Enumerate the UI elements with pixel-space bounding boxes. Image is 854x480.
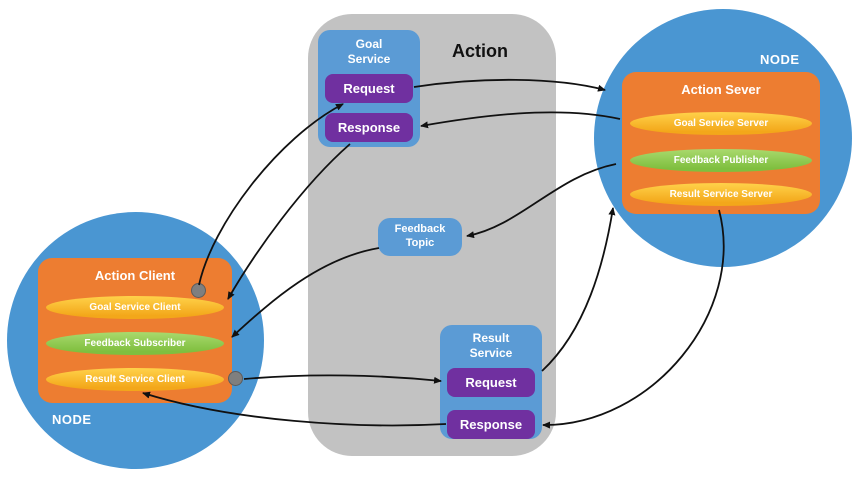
action-server-box: Action Sever Goal Service Server Feedbac… <box>622 72 820 214</box>
goal-client-connector-dot <box>191 283 206 298</box>
action-server-title: Action Sever <box>681 82 761 97</box>
goal-service-box: Goal Service Request Response <box>318 30 420 147</box>
goal-service-title: Goal Service <box>347 37 391 66</box>
feedback-topic-title: Feedback Topic <box>394 223 446 249</box>
feedback-topic-box: Feedback Topic <box>378 218 462 256</box>
result-service-client-pill: Result Service Client <box>46 368 224 391</box>
result-request-button: Request <box>447 368 535 397</box>
feedback-subscriber-pill: Feedback Subscriber <box>46 332 224 355</box>
goal-service-server-pill: Goal Service Server <box>630 112 812 135</box>
goal-response-button: Response <box>325 113 413 142</box>
result-service-title: Result Service <box>469 331 513 360</box>
action-client-title: Action Client <box>94 268 176 283</box>
action-panel-title: Action <box>452 41 508 61</box>
goal-service-client-pill: Goal Service Client <box>46 296 224 319</box>
goal-request-button: Request <box>325 74 413 103</box>
action-client-box: Action Client Goal Service Client Feedba… <box>38 258 232 403</box>
result-service-box: Result Service Request Response <box>440 325 542 439</box>
server-node-label: NODE <box>760 52 800 67</box>
result-service-server-pill: Result Service Server <box>630 183 812 206</box>
result-client-connector-dot <box>228 371 243 386</box>
result-response-button: Response <box>447 410 535 439</box>
feedback-publisher-pill: Feedback Publisher <box>630 149 812 172</box>
client-node-label: NODE <box>52 412 92 427</box>
